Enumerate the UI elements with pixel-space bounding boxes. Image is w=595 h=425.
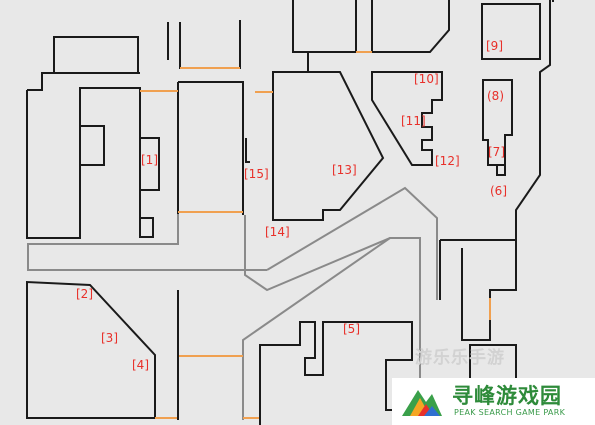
building-rooms-7-8 [482,79,513,176]
wall-top-stubs [167,20,241,69]
room-label-14: [14] [265,225,290,239]
room-label-11: [11] [401,114,426,128]
corridor-lower [242,237,391,420]
building-rooms-2-4 [26,280,156,419]
room-label-5: [5] [343,322,360,336]
mountain-logo-icon [402,390,442,416]
room-label-10: [10] [414,72,439,86]
room-label-4: [4] [132,358,149,372]
door-lower-left [155,355,260,419]
room-label-13: [13] [332,163,357,177]
building-room-13 [272,71,385,221]
building-top-right [371,0,450,53]
wall-top-center [292,0,357,72]
wall-right-side [440,0,554,241]
room-label-7: [7] [488,145,505,159]
building-room-5 [259,321,413,425]
door-left-top [140,90,178,92]
building-room-9 [481,3,541,60]
room-1-box [139,137,160,191]
room-15-marker [245,138,250,163]
room-label-6: (6] [490,184,507,198]
watermark-faint-text: 游乐乐手游 [415,348,505,368]
building-top-left [53,36,139,74]
corridor-diagonal [244,186,438,390]
room-label-12: [12] [435,154,460,168]
corridor-left [27,214,267,271]
room-label-15: [15] [244,167,269,181]
room-label-3: [3] [101,331,118,345]
room-label-8: (8) [487,89,504,103]
logo-subtitle: PEAK SEARCH GAME PARK [454,408,566,417]
room-label-2: [2] [76,287,93,301]
building-center-left [177,81,244,215]
room-label-1: [1] [141,153,158,167]
room-label-9: [9] [486,39,503,53]
building-left [26,72,141,239]
building-rooms-10-12 [371,71,443,166]
room-1-annex [139,217,154,238]
logo-title: 寻峰游戏园 [452,384,562,408]
site-logo: 寻峰游戏园 PEAK SEARCH GAME PARK [392,378,595,425]
